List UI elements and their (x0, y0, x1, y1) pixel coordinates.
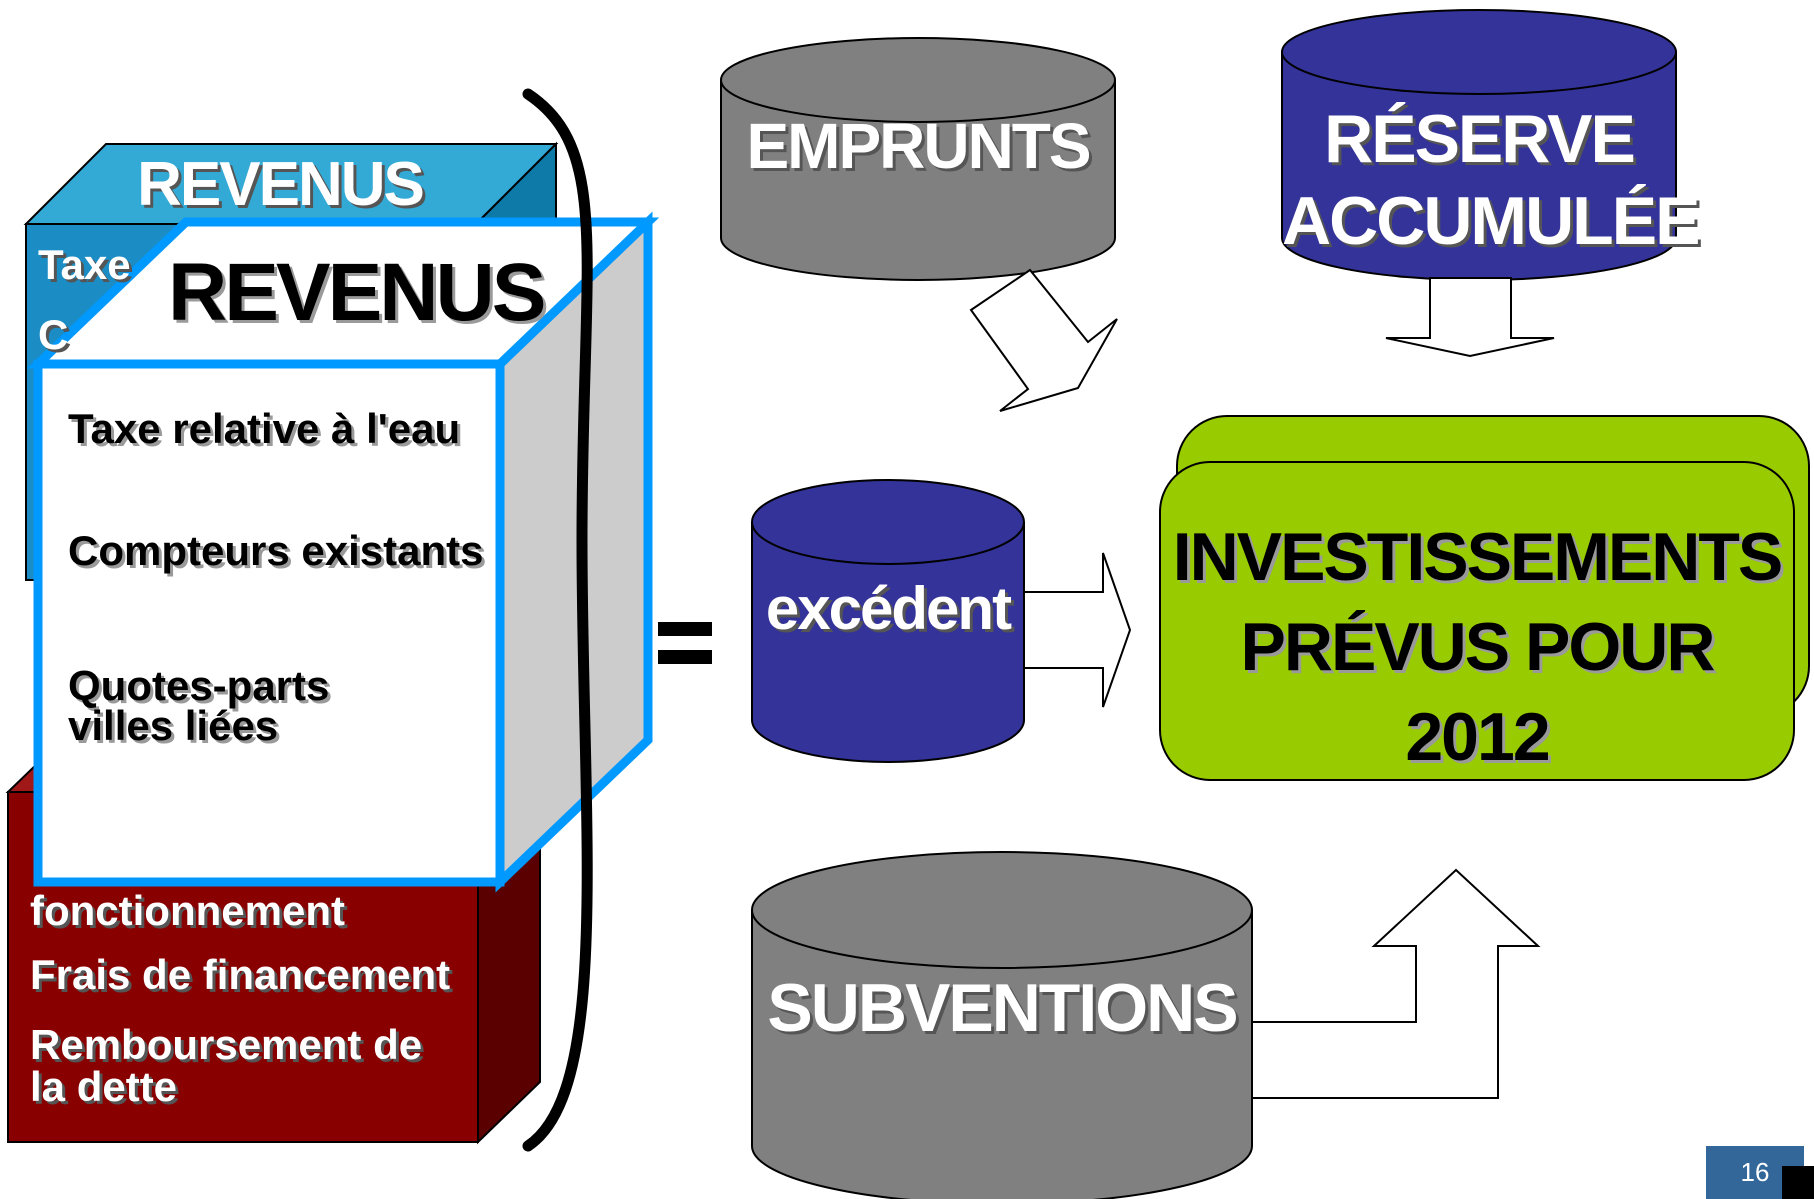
equals-bottom-bar (658, 650, 712, 664)
subventions-label: SUBVENTIONS (767, 970, 1238, 1046)
revenus-back-title: REVENUS (137, 150, 425, 219)
emprunts-cylinder (720, 37, 1116, 281)
excedent-arrow (1023, 552, 1132, 708)
equals-sign: = (660, 606, 661, 607)
revenus-item-compteurs: Compteurs existants (68, 527, 484, 574)
revenus-front-title: REVENUS (168, 247, 546, 338)
investissements-front-box (1159, 461, 1795, 781)
equals-top-bar (658, 622, 712, 636)
revenus-front-box (26, 211, 660, 893)
revenus-item-quotes-parts: Quotes-parts villes liées (68, 662, 330, 749)
emprunts-arrow (969, 268, 1118, 412)
revenus-item-taxe: Taxe relative à l'eau (68, 405, 461, 452)
revenus-back-line-2: C (38, 311, 69, 358)
reserve-label: RÉSERVE ACCUMULÉE (1282, 101, 1700, 259)
reserve-arrow (1385, 277, 1555, 358)
depenses-item-remboursement: Remboursement de la dette (30, 1021, 423, 1110)
excedent-label: excédent (765, 575, 1012, 642)
emprunts-label: EMPRUNTS (746, 110, 1091, 182)
investissements-label: INVESTISSEMENTS PRÉVUS POUR 2012 (1172, 519, 1784, 775)
subventions-cylinder (751, 851, 1253, 1199)
revenus-back-line-1: Taxe (38, 241, 131, 288)
depenses-item-frais: Frais de financement (30, 951, 451, 998)
corner-block (1782, 1166, 1814, 1199)
right-bracket (522, 88, 593, 1152)
excedent-cylinder (751, 479, 1025, 763)
subventions-arrow (1251, 868, 1541, 1099)
depenses-item-fonctionnement: fonctionnement (30, 887, 345, 934)
